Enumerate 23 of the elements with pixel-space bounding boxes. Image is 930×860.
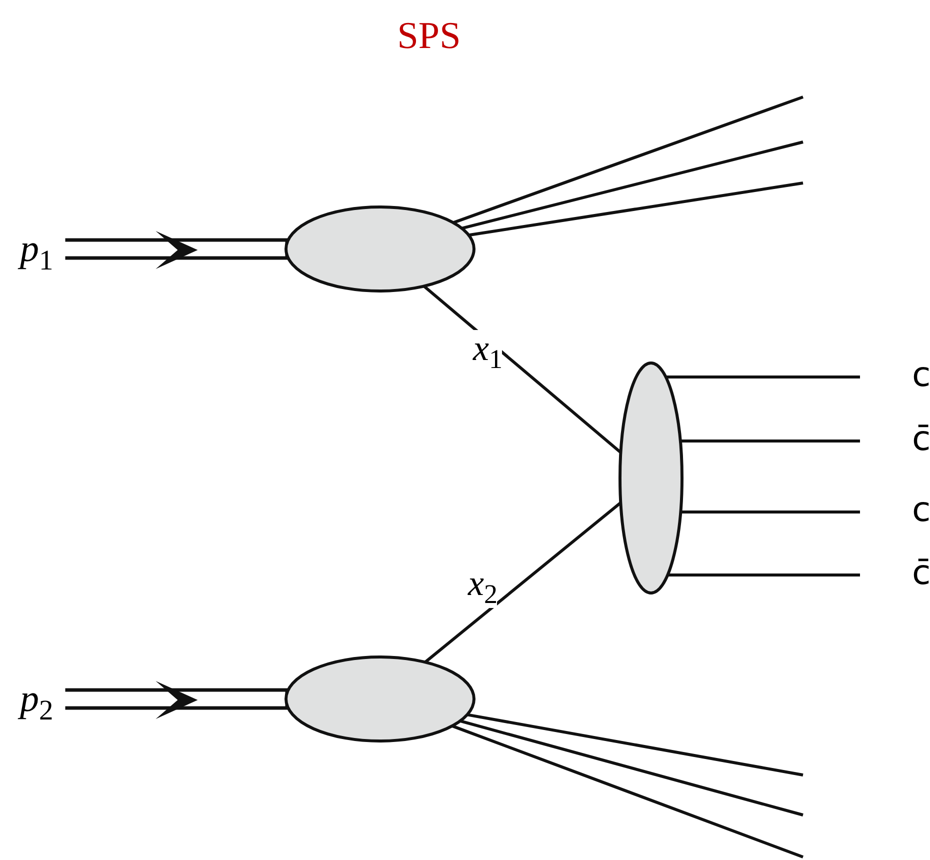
particle-line bbox=[452, 724, 804, 858]
particle-line bbox=[460, 720, 804, 816]
particle-line bbox=[468, 182, 804, 237]
particle-line bbox=[666, 574, 860, 576]
incoming-proton-arrow bbox=[64, 681, 289, 719]
particle-line bbox=[680, 510, 860, 514]
quark-label: c̄ bbox=[912, 422, 930, 456]
particle-line bbox=[466, 713, 804, 776]
quark-label: c bbox=[912, 493, 930, 527]
title: SPS bbox=[396, 14, 462, 58]
blob-ellipse bbox=[284, 655, 476, 743]
blob-ellipse bbox=[618, 361, 684, 595]
quark-label: c bbox=[912, 358, 930, 392]
particle-label: p$_{2}$ bbox=[20, 680, 54, 726]
particle-line bbox=[461, 140, 804, 230]
blob-ellipse bbox=[284, 205, 476, 293]
particle-line bbox=[422, 284, 622, 454]
incoming-proton-arrow bbox=[64, 231, 289, 269]
particle-line bbox=[452, 96, 804, 224]
particle-line bbox=[424, 502, 622, 664]
particle-label: p$_{1}$ bbox=[20, 230, 54, 276]
particle-line bbox=[664, 376, 860, 378]
quark-label: c̄ bbox=[912, 556, 930, 590]
